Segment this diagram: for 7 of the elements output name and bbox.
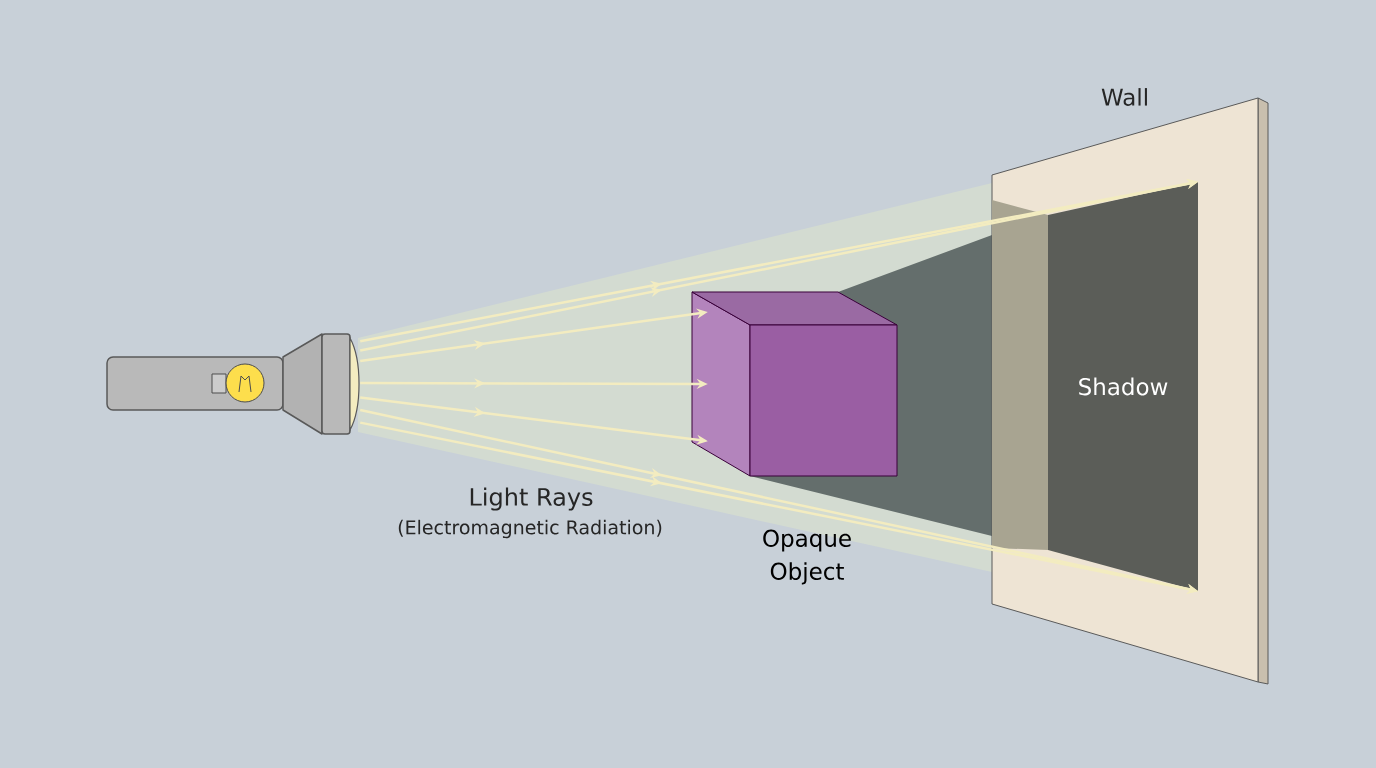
wall-label: Wall	[1101, 88, 1147, 106]
ray-label: (Electromagnetic Radiation)	[398, 519, 662, 539]
cube-drawing	[691, 291, 898, 477]
shadow-area: Shadow	[1048, 182, 1198, 591]
ray-label: Light Rays	[470, 487, 593, 511]
flashlight-drawing	[106, 333, 360, 435]
object-label: Opaque Object	[763, 529, 851, 585]
